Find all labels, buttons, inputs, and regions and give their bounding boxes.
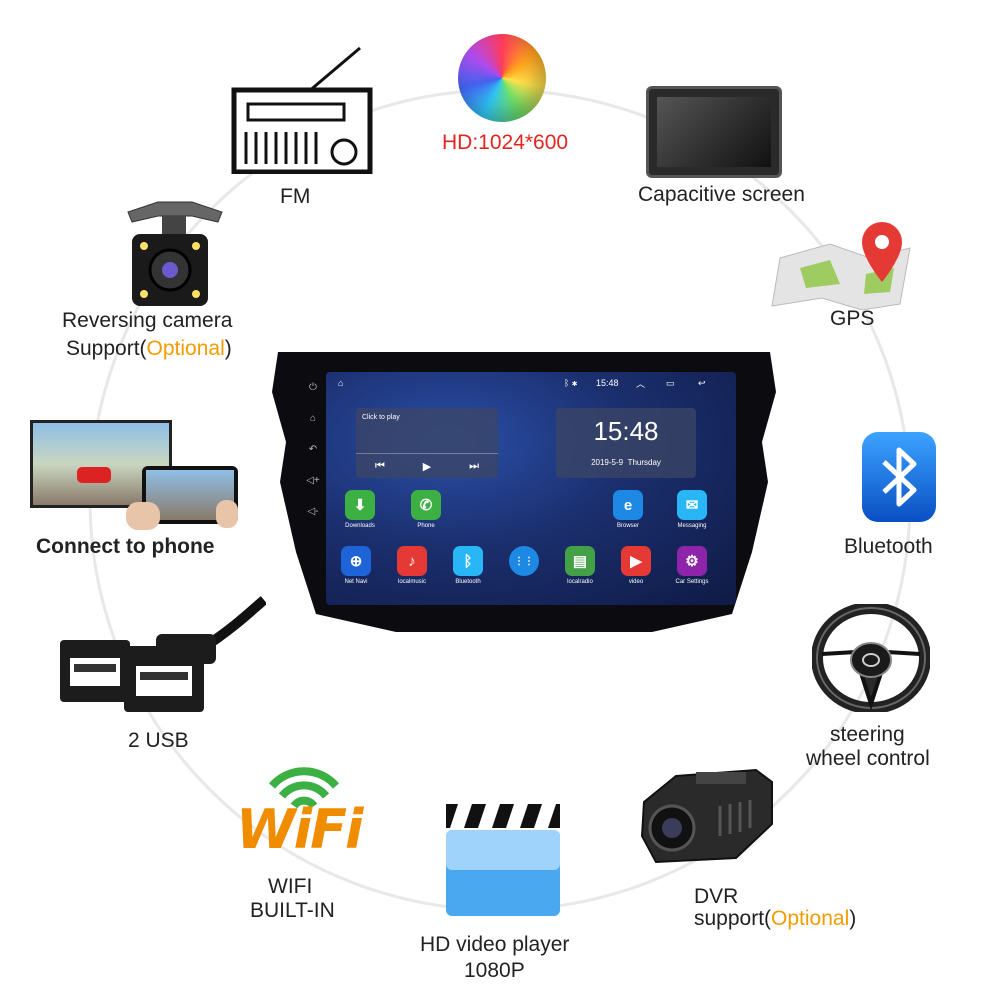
app-bluetooth[interactable]: ᛒ Bluetooth [442, 546, 494, 585]
phone-mirroring-icon [30, 420, 238, 530]
side-button-column: ⏻ ⌂ ↶ ◁+ ◁- [304, 372, 322, 552]
dvr-label-line1: DVR [694, 885, 739, 908]
gps-map-icon [770, 218, 918, 311]
back-icon[interactable]: ↶ [308, 444, 318, 455]
clock-date: 2019-5-9 [591, 458, 624, 467]
video-label-line2: 1080P [464, 959, 525, 982]
reversing-camera-icon [122, 198, 226, 310]
bluetooth-label: Bluetooth [844, 535, 933, 558]
downloads-icon: ⬇ [345, 490, 375, 520]
dvr-label-line2: support(Optional) [694, 907, 857, 930]
hd-label: HD:1024*600 [442, 131, 569, 154]
previous-track-icon[interactable]: ⏮ [374, 459, 385, 472]
android-screen: ⌂ ᛒ ✱ 15:48 ︿ ▭ ↩ Click to play ⏮ ▶ ⏭ 15… [326, 372, 736, 605]
phone-label: Connect to phone [36, 535, 215, 558]
steering-wheel-icon [811, 602, 931, 714]
radio-icon [228, 44, 376, 175]
settings-icon: ⚙ [677, 546, 707, 576]
clock-widget: 15:48 2019-5-9 Thursday [556, 408, 696, 478]
video-clapper-icon [444, 800, 562, 920]
home-icon[interactable]: ⌂ [309, 413, 317, 424]
music-icon: ♪ [397, 546, 427, 576]
tablet-screen-icon [646, 86, 782, 178]
screen-bluetooth-icon: ᛒ [453, 546, 483, 576]
app-net-navi[interactable]: ⊕ Net Navi [330, 546, 382, 585]
radio-app-icon: ▤ [565, 546, 595, 576]
status-bluetooth-icon: ᛒ ✱ [564, 378, 578, 388]
steering-label-line2: wheel control [806, 747, 930, 770]
messaging-icon: ✉ [677, 490, 707, 520]
power-icon[interactable]: ⏻ [309, 382, 317, 393]
usb-cable-icon [56, 596, 268, 716]
app-video[interactable]: ▶ video [610, 546, 662, 585]
app-messaging[interactable]: ✉ Messaging [666, 490, 718, 529]
navigation-icon: ⊕ [341, 546, 371, 576]
app-drawer[interactable]: ⋮⋮ [498, 546, 550, 579]
app-drawer-icon: ⋮⋮ [509, 546, 539, 576]
app-phone[interactable]: ✆ Phone [400, 490, 452, 529]
status-recents-icon[interactable]: ▭ [666, 378, 675, 388]
clock-time: 15:48 [593, 416, 659, 446]
status-back-icon[interactable]: ↩ [698, 378, 706, 388]
app-downloads[interactable]: ⬇ Downloads [334, 490, 386, 529]
video-icon: ▶ [621, 546, 651, 576]
phone-icon: ✆ [411, 490, 441, 520]
fm-label: FM [280, 185, 311, 208]
wifi-logo-text: WiFi [236, 798, 363, 861]
reversing-label-line2: Support(Optional) [66, 337, 232, 360]
volume-up-icon[interactable]: ◁+ [306, 475, 320, 486]
browser-icon: e [613, 490, 643, 520]
capacitive-label: Capacitive screen [638, 183, 805, 206]
bluetooth-icon [862, 432, 936, 522]
dvr-camera-icon [636, 766, 776, 876]
wifi-label-line1: WIFI [268, 875, 313, 898]
color-ball-icon [458, 34, 546, 122]
app-localradio[interactable]: ▤ localradio [554, 546, 606, 585]
play-icon[interactable]: ▶ [422, 460, 432, 473]
media-widget[interactable]: Click to play ⏮ ▶ ⏭ [356, 408, 498, 478]
gps-label: GPS [830, 307, 875, 330]
wifi-label-line2: BUILT-IN [250, 899, 335, 922]
media-prompt: Click to play [362, 414, 400, 421]
wifi-logo-icon: WiFi [232, 752, 376, 872]
reversing-label-line1: Reversing camera [62, 309, 233, 332]
video-label-line1: HD video player [420, 933, 570, 956]
app-car-settings[interactable]: ⚙ Car Settings [666, 546, 718, 585]
steering-label-line1: steering [830, 723, 905, 746]
app-browser[interactable]: e Browser [602, 490, 654, 529]
clock-weekday: Thursday [627, 458, 661, 467]
status-time: 15:48 [596, 378, 619, 388]
usb-label: 2 USB [128, 729, 189, 752]
status-home-icon[interactable]: ⌂ [338, 378, 344, 388]
volume-down-icon[interactable]: ◁- [307, 506, 319, 517]
next-track-icon[interactable]: ⏭ [469, 459, 480, 472]
status-up-icon[interactable]: ︿ [636, 379, 646, 389]
app-localmusic[interactable]: ♪ localmusic [386, 546, 438, 585]
